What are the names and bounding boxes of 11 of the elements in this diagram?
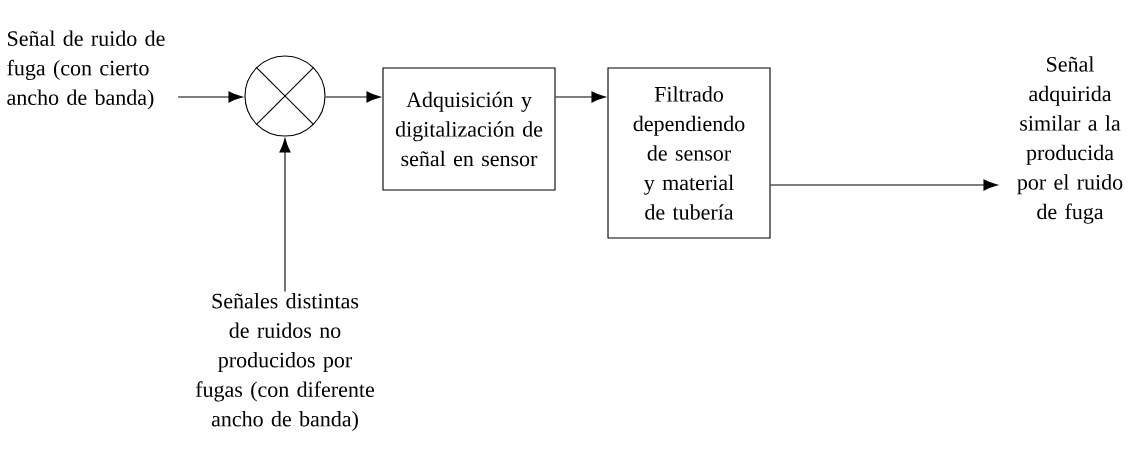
arrow: [555, 91, 606, 103]
arrow: [279, 138, 291, 293]
input-label: Señal de ruido de fuga (con cierto ancho de banda): [7, 30, 165, 110]
arrow: [325, 91, 381, 103]
summing-junction: [244, 55, 326, 137]
input-label: Señales distintas de ruidos no producidos por fugas (con diferente ancho de banda): [195, 293, 375, 431]
process-box: Adquisición y digitalización de señal en sensor: [382, 67, 556, 191]
arrow: [770, 179, 998, 191]
process-box: Filtrado dependiendo de sensor y material de tubería: [607, 67, 771, 239]
arrow: [177, 91, 243, 103]
output-label: Señal adquirida similar a la producida por el ruido de fuga: [1017, 56, 1123, 224]
